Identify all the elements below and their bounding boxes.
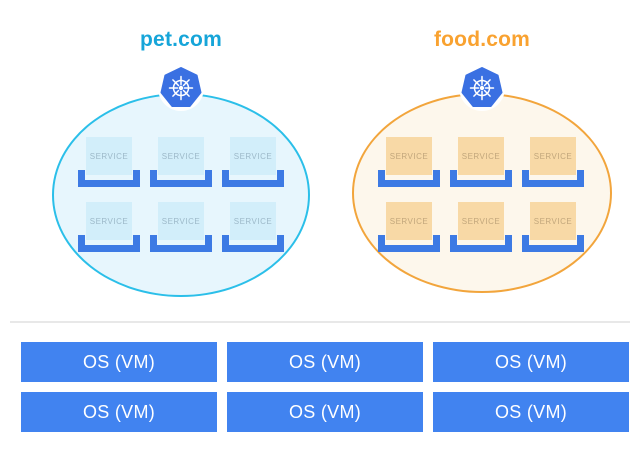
service-unit: SERVICE xyxy=(150,202,212,252)
os-vm-box: OS (VM) xyxy=(433,392,629,432)
service-box: SERVICE xyxy=(230,202,276,240)
service-unit: SERVICE xyxy=(450,202,512,252)
cluster-boundary-pet xyxy=(52,93,310,297)
pod-bracket xyxy=(522,170,584,187)
pod-bracket xyxy=(522,235,584,252)
pod-bracket xyxy=(150,170,212,187)
cluster-boundary-food xyxy=(352,93,612,293)
service-box: SERVICE xyxy=(158,137,204,175)
vm-layer: OS (VM) OS (VM) OS (VM) OS (VM) OS (VM) … xyxy=(21,342,629,432)
pod-bracket xyxy=(78,170,140,187)
service-unit: SERVICE xyxy=(78,137,140,187)
service-box: SERVICE xyxy=(386,202,432,240)
service-box: SERVICE xyxy=(86,202,132,240)
service-unit: SERVICE xyxy=(150,137,212,187)
service-box: SERVICE xyxy=(530,202,576,240)
service-box: SERVICE xyxy=(458,202,504,240)
service-unit: SERVICE xyxy=(222,202,284,252)
pod-bracket xyxy=(378,170,440,187)
os-vm-box: OS (VM) xyxy=(21,392,217,432)
kubernetes-icon xyxy=(158,65,204,111)
cluster-title-pet: pet.com xyxy=(140,28,222,51)
service-box: SERVICE xyxy=(458,137,504,175)
service-box: SERVICE xyxy=(386,137,432,175)
pod-bracket xyxy=(78,235,140,252)
kubernetes-icon xyxy=(459,65,505,111)
pod-bracket xyxy=(222,235,284,252)
service-grid-pet: SERVICE SERVICE SERVICE SERVICE SERVICE … xyxy=(78,137,284,252)
pod-bracket xyxy=(150,235,212,252)
service-unit: SERVICE xyxy=(450,137,512,187)
service-unit: SERVICE xyxy=(522,137,584,187)
service-box: SERVICE xyxy=(158,202,204,240)
os-vm-box: OS (VM) xyxy=(227,392,423,432)
pod-bracket xyxy=(450,235,512,252)
service-unit: SERVICE xyxy=(222,137,284,187)
service-unit: SERVICE xyxy=(378,202,440,252)
divider-line xyxy=(10,321,630,323)
os-vm-box: OS (VM) xyxy=(433,342,629,382)
service-box: SERVICE xyxy=(230,137,276,175)
os-vm-box: OS (VM) xyxy=(21,342,217,382)
service-box: SERVICE xyxy=(86,137,132,175)
pod-bracket xyxy=(450,170,512,187)
service-unit: SERVICE xyxy=(522,202,584,252)
service-unit: SERVICE xyxy=(78,202,140,252)
service-unit: SERVICE xyxy=(378,137,440,187)
pod-bracket xyxy=(222,170,284,187)
cluster-title-food: food.com xyxy=(433,28,531,51)
service-box: SERVICE xyxy=(530,137,576,175)
service-grid-food: SERVICE SERVICE SERVICE SERVICE SERVICE … xyxy=(378,137,584,252)
pod-bracket xyxy=(378,235,440,252)
os-vm-box: OS (VM) xyxy=(227,342,423,382)
